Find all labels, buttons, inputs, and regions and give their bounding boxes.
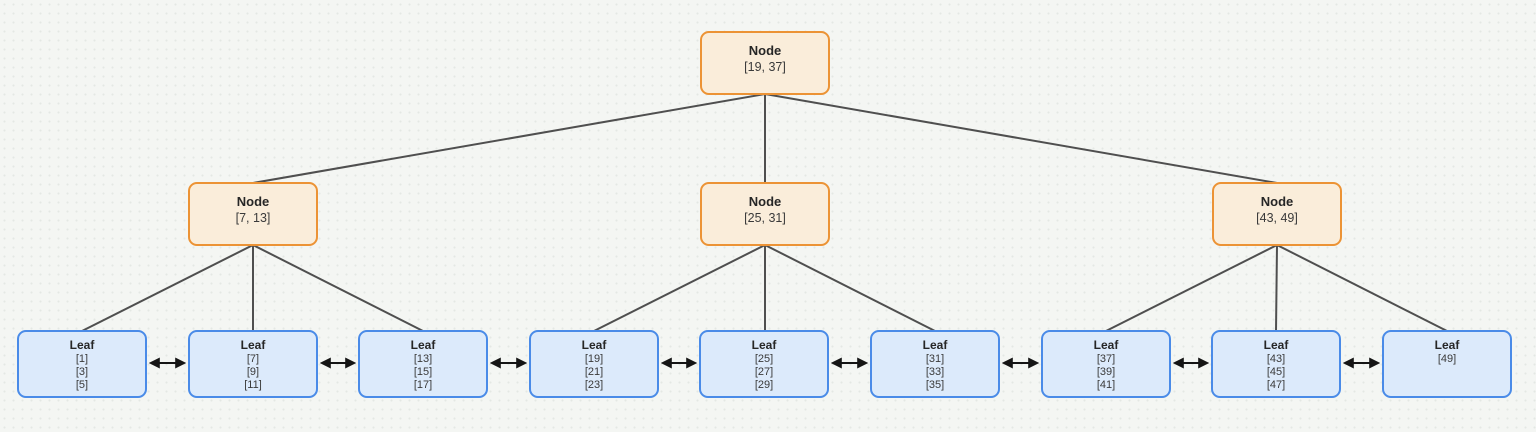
leaf-node[interactable]: Leaf [13] [15] [17] [358, 330, 488, 398]
tree-edge [1105, 244, 1278, 332]
node-label: Node [1260, 194, 1294, 209]
node-label: Leaf [69, 338, 95, 352]
leaf-value: [45] [1266, 366, 1286, 378]
node-keys: [7, 13] [235, 211, 271, 225]
leaf-value: [41] [1096, 379, 1116, 391]
tree-edges [81, 93, 1448, 332]
leaf-node[interactable]: Leaf [7] [9] [11] [188, 330, 318, 398]
node-keys: [43, 49] [1256, 211, 1298, 225]
node-keys: [19, 37] [744, 60, 786, 74]
leaf-value: [13] [413, 353, 433, 365]
node-label: Leaf [1263, 338, 1289, 352]
leaf-value: [43] [1266, 353, 1286, 365]
leaf-node[interactable]: Leaf [1] [3] [5] [17, 330, 147, 398]
root-node[interactable]: Node [19, 37] [700, 31, 830, 95]
leaf-value: [23] [584, 379, 604, 391]
node-label: Leaf [581, 338, 607, 352]
leaf-value: [47] [1266, 379, 1286, 391]
leaf-node[interactable]: Leaf [49] [1382, 330, 1512, 398]
leaf-node[interactable]: Leaf [37] [39] [41] [1041, 330, 1171, 398]
node-label: Leaf [751, 338, 777, 352]
leaf-value: [11] [244, 379, 262, 391]
leaf-value: [33] [925, 366, 945, 378]
leaf-value: [29] [754, 379, 774, 391]
node-label: Node [748, 194, 782, 209]
leaf-node[interactable]: Leaf [25] [27] [29] [699, 330, 829, 398]
leaf-value: [17] [413, 379, 433, 391]
node-label: Leaf [410, 338, 436, 352]
node-label: Leaf [1093, 338, 1119, 352]
tree-edge [81, 244, 254, 332]
leaf-value: [37] [1096, 353, 1116, 365]
leaf-value: [9] [246, 366, 260, 378]
tree-edge [1276, 244, 1448, 332]
leaf-value: [39] [1096, 366, 1116, 378]
node-keys: [25, 31] [744, 211, 786, 225]
leaf-value: [31] [925, 353, 945, 365]
tree-edge [593, 244, 766, 332]
leaf-value: [21] [584, 366, 604, 378]
tree-edge [1275, 244, 1278, 332]
tree-edge [252, 244, 424, 332]
node-label: Node [236, 194, 270, 209]
node-label: Leaf [240, 338, 266, 352]
leaf-value: [7] [246, 353, 260, 365]
tree-edge [764, 93, 1278, 184]
node-label: Node [748, 43, 782, 58]
internal-node[interactable]: Node [43, 49] [1212, 182, 1342, 246]
leaf-value: [1] [75, 353, 89, 365]
leaf-value: [19] [584, 353, 604, 365]
internal-node[interactable]: Node [25, 31] [700, 182, 830, 246]
leaf-node[interactable]: Leaf [43] [45] [47] [1211, 330, 1341, 398]
tree-edge [252, 93, 766, 184]
leaf-node[interactable]: Leaf [19] [21] [23] [529, 330, 659, 398]
leaf-value: [3] [75, 366, 89, 378]
internal-node[interactable]: Node [7, 13] [188, 182, 318, 246]
tree-edge [764, 244, 936, 332]
leaf-value: [5] [75, 379, 89, 391]
node-label: Leaf [1434, 338, 1460, 352]
leaf-value: [27] [754, 366, 774, 378]
leaf-value: [15] [413, 366, 433, 378]
leaf-node[interactable]: Leaf [31] [33] [35] [870, 330, 1000, 398]
leaf-value: [49] [1437, 353, 1457, 365]
leaf-value: [35] [925, 379, 945, 391]
leaf-value: [25] [754, 353, 774, 365]
node-label: Leaf [922, 338, 948, 352]
